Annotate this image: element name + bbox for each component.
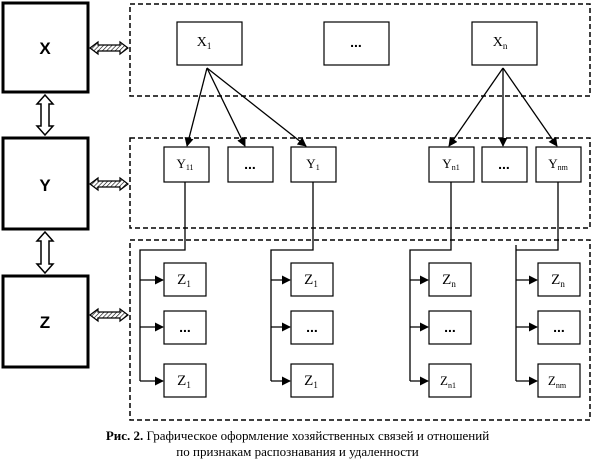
node-x-first-label: X1 [197,35,212,51]
node-x-last [471,21,538,66]
node-y-nm-label: Ynm [548,156,568,172]
node-y-1-label: Y1 [306,156,319,172]
connector-group-2 [270,182,314,381]
node-z-g2-dots [290,310,334,345]
node-z-g1-top [163,262,207,297]
level-z-box [1,274,90,369]
node-z-g4-bot [537,363,581,398]
level-y-label: Y [39,176,51,195]
node-x-last-label: Xn [493,35,508,51]
hatched-arrow-z [89,307,129,323]
double-arrow-x-y [35,93,55,137]
connector-group-4 [516,182,559,251]
node-z-g1-bot [163,363,207,398]
node-z-g4-dots [537,310,581,345]
level-y-box [1,136,90,231]
node-z-g2-bot [290,363,334,398]
figure-caption-line2: по признакам распознавания и удаленности [0,444,595,459]
caption-text-line1: Графическое оформление хозяйственных свя… [146,428,490,443]
node-y-dots-a [227,146,274,183]
node-z-g2-dots-label: ... [306,319,318,335]
node-x-dots [323,21,390,66]
node-x-first [176,21,243,66]
node-z-g1-top-label: Z1 [177,272,191,289]
node-z-g3-bot-label: Zn1 [440,373,456,390]
figure-caption-line1: Рис. 2. Графическое оформление хозяйстве… [0,428,595,443]
node-y-11 [163,146,210,183]
node-y-1 [290,146,337,183]
connector-group-1 [139,182,186,381]
level-z-label: Z [40,313,50,332]
node-z-g3-bot [428,363,472,398]
node-z-g4-top-label: Zn [551,272,565,289]
level-x-box [1,1,90,94]
arrow-xn-ynm [502,67,558,147]
hatched-arrow-x [89,40,129,56]
node-x-dots-label: ... [350,34,362,50]
connector-group-3 [409,182,452,381]
node-y-11-label: Y11 [176,156,193,172]
node-y-n1 [428,146,475,183]
node-z-g3-dots [428,310,472,345]
node-z-g2-bot-label: Z1 [304,373,318,390]
node-z-g4-top [537,262,581,297]
double-arrow-y-z [35,230,55,275]
node-z-g4-bot-label: Znm [548,373,567,390]
node-z-g4-dots-label: ... [553,319,565,335]
node-z-g1-dots-label: ... [179,319,191,335]
arrow-x1-ydots [206,67,246,147]
node-z-g1-dots [163,310,207,345]
hatched-arrow-y [89,176,129,192]
arrows-x-to-y [184,67,558,147]
node-y-dots-b-label: ... [498,156,510,172]
caption-text-line2: по признакам распознавания и удаленности [176,444,419,459]
arrow-x1-y11 [184,67,208,147]
node-z-g3-top-label: Zn [442,272,456,289]
level-x-label: X [39,39,51,58]
node-z-g1-bot-label: Z1 [177,373,191,390]
node-z-g3-dots-label: ... [444,319,456,335]
arrow-xn-yn1 [448,67,504,147]
connectors-y-to-z [139,182,559,386]
node-y-dots-a-label: ... [244,156,256,172]
node-z-g2-top-label: Z1 [304,272,318,289]
figure-number: Рис. 2. [105,428,144,443]
group-x-container [129,3,591,97]
node-y-dots-b [481,146,528,183]
node-y-n1-label: Yn1 [442,156,459,172]
group-y-container [129,137,591,229]
arrow-x1-y1 [206,67,307,147]
node-z-g3-top [428,262,472,297]
node-z-g2-top [290,262,334,297]
